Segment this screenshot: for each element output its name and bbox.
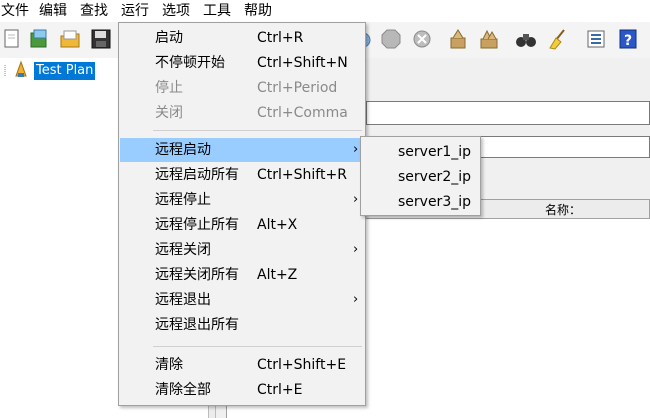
menu-item-shortcut: Ctrl+R	[257, 30, 304, 46]
menu-item-start-no-pauses[interactable]: 不停顿开始 Ctrl+Shift+N	[120, 51, 364, 75]
search-binoculars-icon[interactable]	[515, 28, 537, 50]
menu-item-label: 远程停止	[155, 192, 211, 208]
submenu-item-server2[interactable]: server2_ip	[362, 165, 479, 189]
submenu-item-server1[interactable]: server1_ip	[362, 140, 479, 164]
menu-help[interactable]: 帮助	[244, 3, 272, 19]
menu-item-label: 远程启动	[155, 142, 211, 158]
test-plan-icon	[12, 60, 30, 82]
menu-tools[interactable]: 工具	[203, 3, 231, 19]
menu-item-label: 清除全部	[155, 382, 211, 398]
new-icon[interactable]	[1, 28, 23, 50]
menu-separator	[153, 130, 362, 131]
menu-item-label: 清除	[155, 357, 183, 373]
menu-item-label: 远程退出所有	[155, 317, 239, 333]
menu-run[interactable]: 运行	[121, 3, 149, 19]
shutdown-icon[interactable]	[411, 28, 433, 50]
menu-item-remote-start-all[interactable]: 远程启动所有 Ctrl+Shift+R	[120, 163, 364, 187]
submenu-item-label: server1_ip	[398, 144, 472, 160]
menu-item-remote-exit[interactable]: 远程退出 ›	[120, 288, 364, 312]
function-helper-icon[interactable]	[585, 28, 607, 50]
menu-item-stop: 停止 Ctrl+Period	[120, 76, 364, 100]
tree-node-test-plan[interactable]: Test Plan	[12, 60, 96, 82]
submenu-item-label: server2_ip	[398, 169, 472, 185]
submenu-item-label: server3_ip	[398, 194, 472, 210]
menu-item-shortcut: Ctrl+Shift+R	[257, 167, 347, 183]
menu-item-label: 不停顿开始	[155, 55, 225, 71]
menu-item-label: 远程停止所有	[155, 217, 239, 233]
menu-item-shortcut: Ctrl+Shift+E	[257, 357, 347, 373]
svg-text:?: ?	[624, 33, 632, 49]
menu-item-remote-shutdown-all[interactable]: 远程关闭所有 Alt+Z	[120, 263, 364, 287]
menu-item-shortcut: Alt+X	[257, 217, 298, 233]
menu-item-shortcut: Ctrl+Shift+N	[257, 55, 348, 71]
menu-item-remote-start[interactable]: 远程启动 ›	[120, 138, 364, 162]
menu-item-shortcut: Ctrl+Comma	[257, 105, 348, 121]
menu-item-clear[interactable]: 清除 Ctrl+Shift+E	[120, 353, 364, 377]
name-field[interactable]	[366, 101, 650, 125]
menu-item-label: 远程关闭	[155, 242, 211, 258]
menu-item-remote-stop-all[interactable]: 远程停止所有 Alt+X	[120, 213, 364, 237]
menu-item-label: 远程退出	[155, 292, 211, 308]
submenu-item-server3[interactable]: server3_ip	[362, 190, 479, 214]
reset-search-broom-icon[interactable]	[546, 28, 568, 50]
stop-icon[interactable]	[380, 28, 402, 50]
menu-item-clear-all[interactable]: 清除全部 Ctrl+E	[120, 378, 364, 402]
menu-item-label: 远程关闭所有	[155, 267, 239, 283]
menu-item-label: 启动	[155, 30, 183, 46]
menu-item-shortcut: Alt+Z	[257, 267, 298, 283]
save-icon[interactable]	[90, 28, 112, 50]
submenu-arrow-icon: ›	[353, 142, 359, 157]
menu-item-shortcut: Ctrl+Period	[257, 80, 338, 96]
run-menu-dropdown: 启动 Ctrl+R 不停顿开始 Ctrl+Shift+N 停止 Ctrl+Per…	[118, 22, 366, 406]
help-icon[interactable]: ?	[617, 28, 639, 50]
menu-item-label: 远程启动所有	[155, 167, 239, 183]
menu-edit[interactable]: 编辑	[39, 3, 67, 19]
submenu-arrow-icon: ›	[353, 242, 359, 257]
tree-node-label: Test Plan	[34, 62, 96, 80]
menu-search[interactable]: 查找	[80, 3, 108, 19]
table-header-name: 名称：	[545, 203, 582, 217]
templates-icon[interactable]	[28, 28, 50, 50]
menu-item-remote-shutdown[interactable]: 远程关闭 ›	[120, 238, 364, 262]
menu-item-start[interactable]: 启动 Ctrl+R	[120, 26, 364, 50]
clear-icon[interactable]	[447, 28, 469, 50]
menu-item-shutdown: 关闭 Ctrl+Comma	[120, 101, 364, 125]
menu-separator	[153, 346, 362, 347]
menu-item-label: 停止	[155, 80, 183, 96]
open-icon[interactable]	[59, 28, 81, 50]
submenu-arrow-icon: ›	[353, 292, 359, 307]
tree-expand-handle[interactable]	[2, 65, 9, 77]
menu-bar: 文件 编辑 查找 运行 选项 工具 帮助	[0, 0, 650, 22]
menu-item-shortcut: Ctrl+E	[257, 382, 303, 398]
menu-item-label: 关闭	[155, 105, 183, 121]
menu-item-remote-stop[interactable]: 远程停止 ›	[120, 188, 364, 212]
menu-file[interactable]: 文件	[1, 3, 29, 19]
menu-item-remote-exit-all[interactable]: 远程退出所有	[120, 313, 364, 337]
clear-all-icon[interactable]	[478, 28, 500, 50]
menu-options[interactable]: 选项	[162, 3, 190, 19]
submenu-arrow-icon: ›	[353, 192, 359, 207]
remote-start-submenu: server1_ip server2_ip server3_ip	[360, 136, 481, 216]
